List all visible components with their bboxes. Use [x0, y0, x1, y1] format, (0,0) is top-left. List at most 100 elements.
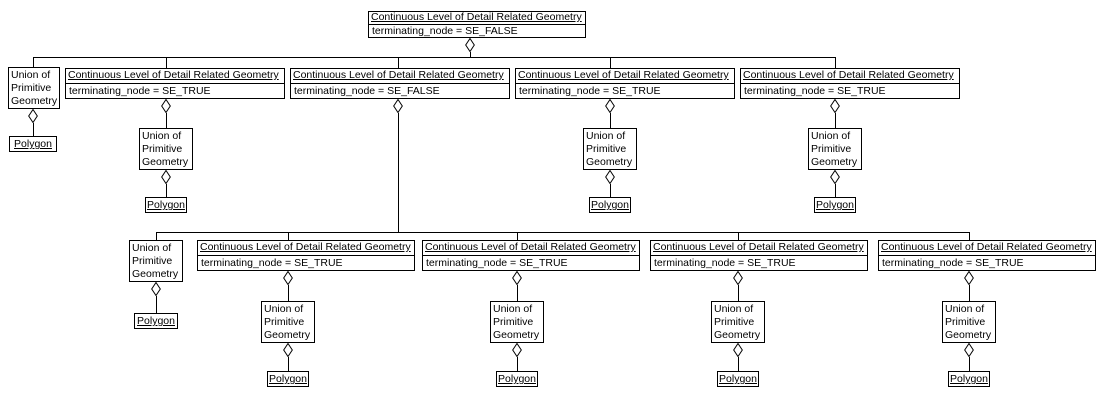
union-class-label: Union of Primitive Geometry — [11, 69, 58, 107]
polygon-class-box[interactable]: Polygon — [9, 136, 57, 152]
polygon-class-box[interactable]: Polygon — [948, 371, 990, 387]
attribute-value: terminating_node = SE_TRUE — [198, 255, 414, 271]
polygon-class-box[interactable]: Polygon — [145, 197, 187, 213]
attribute-value: terminating_node = SE_TRUE — [66, 83, 284, 99]
aggregation-diamond-icon — [161, 169, 171, 185]
union-class-box: Union of Primitive Geometry — [261, 301, 315, 343]
connector-line — [610, 184, 611, 197]
union-class-label: Union of Primitive Geometry — [493, 303, 540, 341]
connector-line — [610, 113, 611, 128]
union-class-box: Union of Primitive Geometry — [583, 128, 637, 170]
class-title-link[interactable]: Continuous Level of Detail Related Geome… — [68, 69, 279, 81]
polygon-class-link[interactable]: Polygon — [147, 199, 185, 211]
union-class-label: Union of Primitive Geometry — [586, 130, 633, 168]
polygon-class-link[interactable]: Polygon — [719, 373, 757, 385]
union-class-box: Union of Primitive Geometry — [129, 240, 183, 282]
aggregation-diamond-icon — [512, 342, 522, 358]
aggregation-diamond-icon — [964, 342, 974, 358]
connector-line — [156, 296, 157, 313]
connector-line — [33, 57, 34, 67]
clod-class-box: Continuous Level of Detail Related Geome… — [290, 68, 510, 99]
connector-line — [288, 357, 289, 371]
aggregation-diamond-icon — [605, 98, 615, 114]
aggregation-diamond-icon — [733, 270, 743, 286]
union-class-box: Union of Primitive Geometry — [711, 301, 765, 343]
class-title-link[interactable]: Continuous Level of Detail Related Geome… — [653, 241, 864, 253]
connector-line — [969, 232, 970, 240]
aggregation-diamond-icon — [151, 281, 161, 297]
polygon-class-link[interactable]: Polygon — [137, 315, 175, 327]
class-title-link[interactable]: Continuous Level of Detail Related Geome… — [881, 241, 1092, 253]
union-class-box: Union of Primitive Geometry — [942, 301, 996, 343]
connector-line — [610, 57, 611, 68]
polygon-class-box[interactable]: Polygon — [589, 197, 631, 213]
class-title-link[interactable]: Continuous Level of Detail Related Geome… — [743, 69, 954, 81]
union-class-label: Union of Primitive Geometry — [945, 303, 992, 341]
connector-line — [517, 232, 518, 240]
aggregation-diamond-icon — [733, 342, 743, 358]
polygon-class-link[interactable]: Polygon — [269, 373, 307, 385]
aggregation-diamond-icon — [283, 270, 293, 286]
connector-line — [517, 285, 518, 301]
connector-line — [470, 52, 471, 57]
connector-line — [969, 285, 970, 301]
polygon-class-link[interactable]: Polygon — [816, 199, 854, 211]
connector-line — [33, 57, 836, 58]
clod-class-box: Continuous Level of Detail Related Geome… — [368, 11, 586, 38]
connector-line — [835, 57, 836, 68]
aggregation-diamond-icon — [830, 169, 840, 185]
attribute-value: terminating_node = SE_TRUE — [879, 255, 1095, 271]
clod-class-box: Continuous Level of Detail Related Geome… — [878, 240, 1096, 271]
union-class-label: Union of Primitive Geometry — [132, 242, 179, 280]
union-class-label: Union of Primitive Geometry — [142, 130, 189, 168]
polygon-class-box[interactable]: Polygon — [717, 371, 759, 387]
polygon-class-box[interactable]: Polygon — [496, 371, 538, 387]
attribute-value: terminating_node = SE_FALSE — [291, 83, 509, 99]
class-title-link[interactable]: Continuous Level of Detail Related Geome… — [518, 69, 729, 81]
aggregation-diamond-icon — [512, 270, 522, 286]
connector-line — [156, 232, 157, 240]
clod-class-box: Continuous Level of Detail Related Geome… — [197, 240, 415, 271]
polygon-class-box[interactable]: Polygon — [814, 197, 856, 213]
connector-line — [738, 357, 739, 371]
union-class-label: Union of Primitive Geometry — [811, 130, 858, 168]
connector-line — [738, 285, 739, 301]
class-title-link[interactable]: Continuous Level of Detail Related Geome… — [200, 241, 411, 253]
class-title-link[interactable]: Continuous Level of Detail Related Geome… — [425, 241, 636, 253]
connector-line — [738, 232, 739, 240]
connector-line — [835, 184, 836, 197]
connector-line — [33, 123, 34, 136]
union-class-box: Union of Primitive Geometry — [139, 128, 193, 170]
attribute-value: terminating_node = SE_TRUE — [516, 83, 734, 99]
polygon-class-link[interactable]: Polygon — [591, 199, 629, 211]
connector-line — [156, 232, 969, 233]
aggregation-diamond-icon — [830, 98, 840, 114]
clod-class-box: Continuous Level of Detail Related Geome… — [650, 240, 868, 271]
class-title-link[interactable]: Continuous Level of Detail Related Geome… — [371, 12, 582, 23]
aggregation-diamond-icon — [465, 37, 475, 53]
polygon-class-link[interactable]: Polygon — [950, 373, 988, 385]
connector-line — [398, 113, 399, 232]
polygon-class-box[interactable]: Polygon — [134, 313, 178, 329]
connector-line — [969, 357, 970, 371]
polygon-class-box[interactable]: Polygon — [267, 371, 309, 387]
clod-class-box: Continuous Level of Detail Related Geome… — [65, 68, 285, 99]
connector-line — [835, 113, 836, 128]
aggregation-diamond-icon — [393, 98, 403, 114]
aggregation-diamond-icon — [964, 270, 974, 286]
polygon-class-link[interactable]: Polygon — [498, 373, 536, 385]
polygon-class-link[interactable]: Polygon — [14, 138, 52, 150]
clod-class-box: Continuous Level of Detail Related Geome… — [515, 68, 735, 99]
union-class-label: Union of Primitive Geometry — [714, 303, 761, 341]
connector-line — [166, 184, 167, 197]
class-title-link[interactable]: Continuous Level of Detail Related Geome… — [293, 69, 504, 81]
connector-line — [166, 57, 167, 68]
attribute-value: terminating_node = SE_FALSE — [369, 24, 585, 38]
union-class-box: Union of Primitive Geometry — [8, 67, 60, 109]
connector-line — [517, 357, 518, 371]
union-class-box: Union of Primitive Geometry — [490, 301, 544, 343]
union-class-box: Union of Primitive Geometry — [808, 128, 862, 170]
aggregation-diamond-icon — [28, 108, 38, 124]
aggregation-diamond-icon — [161, 98, 171, 114]
aggregation-diamond-icon — [283, 342, 293, 358]
